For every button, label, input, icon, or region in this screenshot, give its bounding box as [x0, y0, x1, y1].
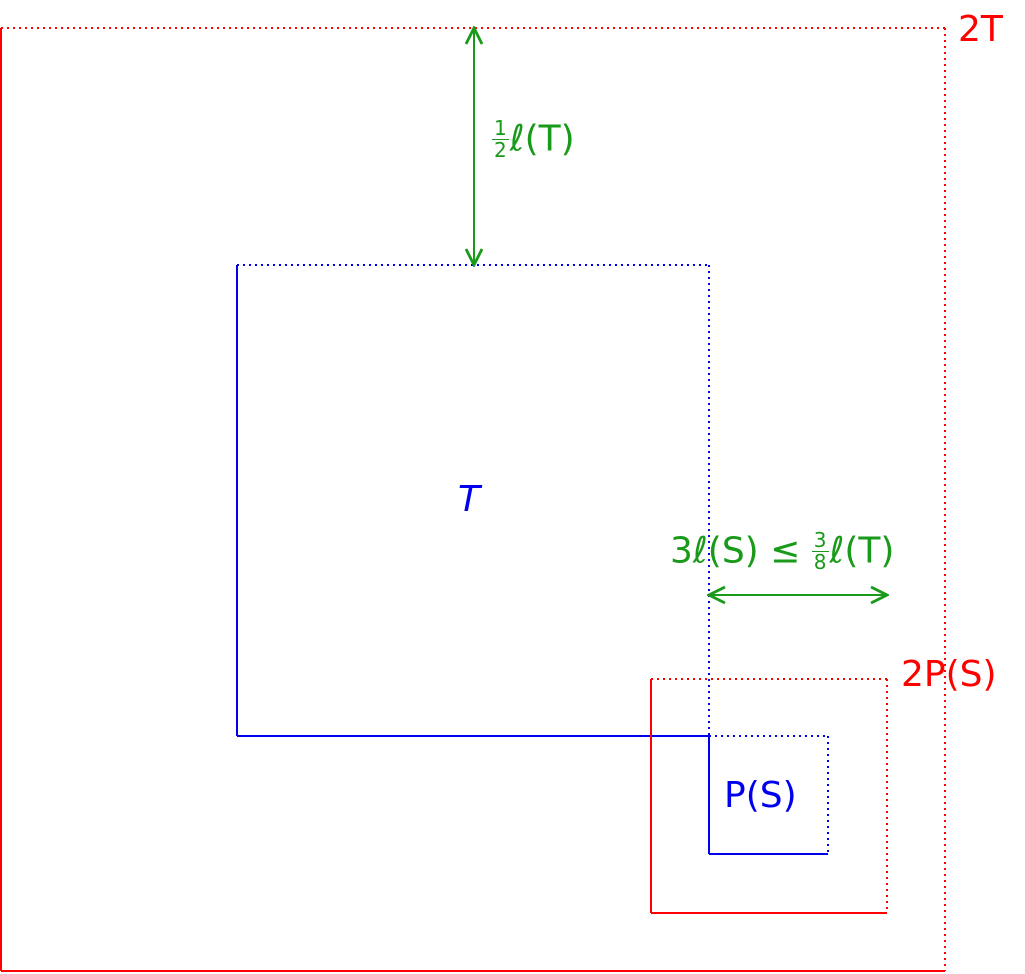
square-2ps — [650, 678, 888, 914]
label-top-gap: 1 2 ℓ(T) — [492, 118, 575, 161]
side-gap-fraction-num: 3 — [811, 528, 829, 552]
side-gap-prefix: 3ℓ(S) ≤ — [670, 530, 812, 572]
label-2t: 2T — [958, 12, 1003, 48]
label-2t-text: 2T — [958, 9, 1003, 50]
side-gap-expr: ℓ(T) — [829, 530, 895, 572]
top-gap-fraction-num: 1 — [492, 116, 509, 140]
top-gap-fraction-den: 2 — [494, 138, 507, 162]
label-2ps: 2P(S) — [901, 657, 997, 693]
top-gap-fraction: 1 2 — [492, 118, 509, 161]
side-gap-fraction-den: 8 — [813, 550, 827, 574]
label-ps-text: P(S) — [724, 775, 797, 816]
label-2ps-text: 2P(S) — [901, 654, 997, 695]
label-side-gap: 3ℓ(S) ≤ 3 8 ℓ(T) — [670, 530, 894, 573]
label-t-text: T — [458, 479, 480, 520]
side-gap-fraction: 3 8 — [811, 528, 829, 574]
label-t: T — [458, 482, 480, 518]
square-ps — [708, 735, 829, 855]
label-ps: P(S) — [724, 778, 797, 814]
outer-square-2t — [0, 27, 946, 972]
top-gap-expr: ℓ(T) — [509, 118, 575, 160]
